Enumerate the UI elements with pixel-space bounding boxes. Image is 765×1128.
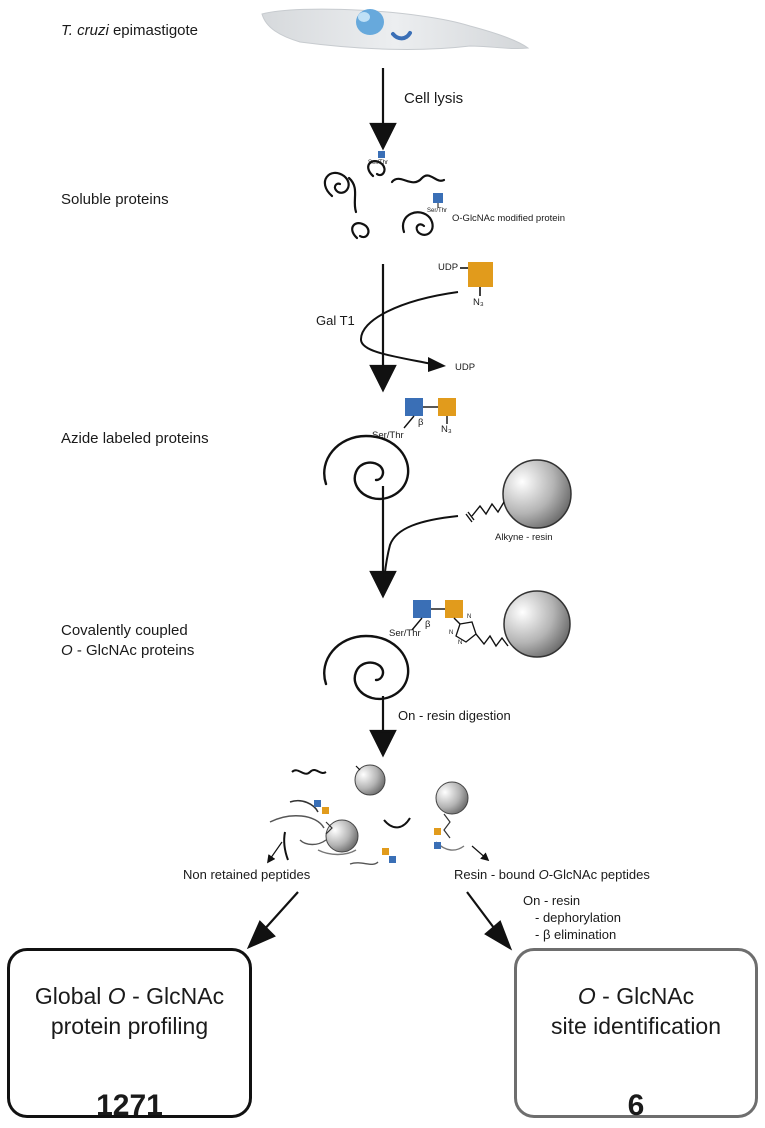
- azide-labeled-protein-icon: [323, 434, 410, 501]
- result-left-count: 1271: [96, 1089, 163, 1122]
- label-beta-b: β: [425, 619, 431, 630]
- galnaz-square-coupled: [445, 600, 463, 618]
- label-alkyne-resin: Alkyne - resin: [495, 532, 553, 543]
- digest-products-icon: [269, 764, 469, 865]
- step-label-azide: Azide labeled proteins: [61, 430, 209, 447]
- label-triazole-n1: N: [467, 614, 472, 620]
- label-triazole-n3: N: [458, 640, 463, 646]
- label-non-retained: Non retained peptides: [183, 867, 311, 882]
- label-beta-a: β: [418, 417, 424, 428]
- label-resin-bound: Resin - bound O-GlcNAc peptides: [454, 867, 650, 882]
- glcnac-square-small: [378, 151, 385, 158]
- label-udp-out: UDP: [455, 362, 476, 373]
- step-label-cell: T. cruzi epimastigote: [61, 22, 199, 39]
- result-box-site-identification: O - GlcNAc site identification 6: [514, 948, 758, 1122]
- result-right-line1: O - GlcNAc: [577, 983, 695, 1009]
- step-label-coupled-line2: O - GlcNAc proteins: [61, 642, 195, 659]
- step-label-soluble: Soluble proteins: [61, 191, 169, 208]
- label-serthr-tiny-a: Ser/Thr: [368, 160, 389, 166]
- result-box-global-profiling: Global O - GlcNAc protein profiling 1271: [7, 948, 252, 1122]
- main-arrows: [369, 68, 397, 758]
- arrow-label-lysis: Cell lysis: [404, 90, 464, 107]
- galt1-arc: [359, 291, 459, 365]
- result-left-line1: Global O - GlcNAc: [34, 983, 225, 1009]
- result-right-count: 6: [627, 1089, 645, 1122]
- arrow-label-galt1: Gal T1: [316, 313, 355, 328]
- label-n3-a: N₃: [473, 297, 484, 308]
- triazole-ring-icon: [455, 621, 477, 643]
- udp-release-arrowhead: [428, 357, 446, 372]
- glcnac-square-coupled: [413, 600, 431, 618]
- label-triazole-n2: N: [449, 630, 454, 636]
- label-serthr-tiny-b: Ser/Thr: [427, 208, 448, 214]
- label-beta-elim: - β elimination: [535, 927, 617, 942]
- galnaz-square-azide: [438, 398, 456, 416]
- result-arrows: [246, 891, 513, 951]
- step-label-coupled-line1: Covalently coupled: [61, 622, 188, 639]
- label-dephos: - dephorylation: [535, 910, 621, 925]
- alkyne-linker: [465, 501, 505, 523]
- label-modified-protein: O-GlcNAc modified protein: [452, 213, 565, 224]
- result-left-line2: protein profiling: [50, 1013, 209, 1039]
- soluble-proteins-icon: [323, 160, 446, 240]
- parasite-cell-icon: [261, 8, 530, 50]
- galnaz-donor-square: [468, 262, 493, 287]
- coupled-resin-bead: [503, 590, 571, 658]
- label-serthr-a: Ser/Thr: [372, 430, 404, 441]
- label-serthr-b: Ser/Thr: [389, 628, 421, 639]
- label-n3-b: N₃: [441, 424, 452, 435]
- coupled-protein-icon: [323, 634, 410, 701]
- glcnac-square-soluble: [433, 193, 443, 203]
- alkyne-resin-bead: [502, 459, 572, 529]
- label-udp-in: UDP: [438, 262, 459, 273]
- glcnac-square-azide: [405, 398, 423, 416]
- result-right-line2: site identification: [550, 1013, 722, 1039]
- label-on-resin: On - resin: [523, 893, 581, 908]
- alkyne-arc: [383, 515, 459, 581]
- arrow-label-digestion: On - resin digestion: [398, 708, 511, 723]
